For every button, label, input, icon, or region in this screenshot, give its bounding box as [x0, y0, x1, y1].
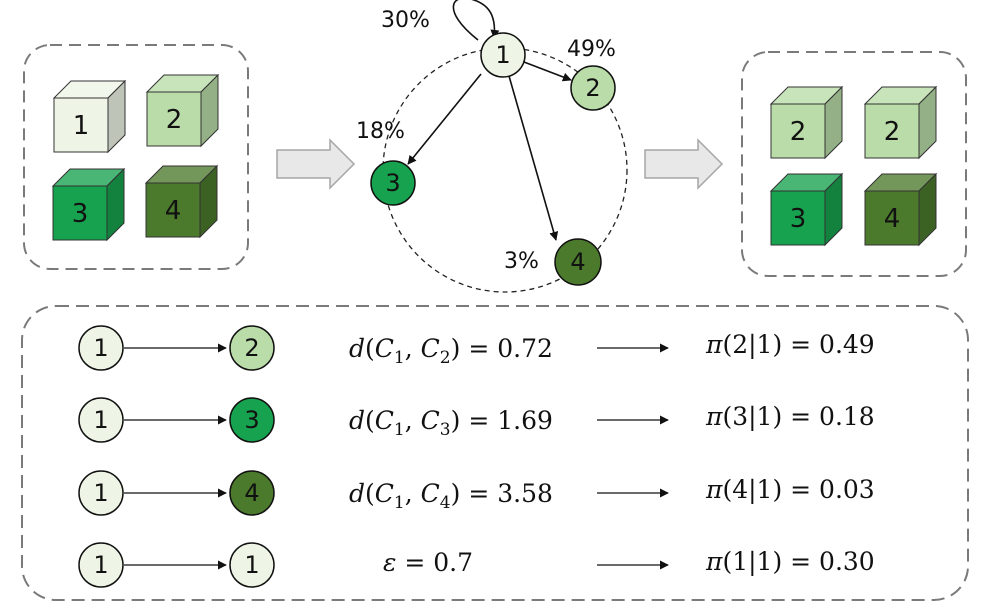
process-arrow-right: [644, 138, 724, 190]
node-label: 1: [93, 406, 108, 434]
prob-to-3-label: 18%: [356, 119, 405, 144]
state-node-2: 2: [570, 65, 616, 111]
probability-formula: π(4|1) = 0.03: [705, 475, 875, 505]
state-cube-4: 4: [144, 164, 219, 239]
state-node-1: 1: [229, 542, 275, 588]
cube-label: 1: [73, 111, 90, 141]
distance-formula: d(C1, C2) = 0.72: [349, 334, 553, 368]
transition-row: 1 4 d(C1, C4) = 3.58 π(4|1) = 0.03: [78, 470, 875, 516]
self-loop-probability: 30%: [381, 8, 430, 33]
distance-formula: d(C1, C3) = 1.69: [349, 406, 553, 440]
probability-formula: π(1|1) = 0.30: [705, 547, 875, 577]
state-node-1: 1: [78, 397, 124, 443]
cubes-before-group: 1 2 3 4: [51, 73, 220, 242]
state-node-4: 4: [229, 470, 275, 516]
node-label: 3: [385, 169, 400, 197]
cube-label: 2: [790, 117, 807, 147]
state-node-3: 3: [370, 160, 416, 206]
state-node-1: 1: [78, 470, 124, 516]
transition-rows: 1 2 d(C1, C2) = 0.72 π(2|1) = 0.49 1 3 d(C1, C…: [78, 325, 875, 588]
node-label: 1: [93, 479, 108, 507]
state-cube-3: 3: [51, 167, 126, 242]
cube-label: 2: [166, 105, 183, 135]
state-cube-2: 2: [145, 73, 220, 148]
graph-nodes: 1 2 3 4: [370, 32, 616, 286]
transition-row: 1 3 d(C1, C3) = 1.69 π(3|1) = 0.18: [78, 397, 875, 443]
state-cube-4: 4: [863, 172, 938, 247]
cube-label: 4: [884, 204, 901, 234]
self-loop-edge: [452, 0, 500, 41]
edge-1-2: [523, 61, 572, 82]
cube-label: 2: [884, 117, 901, 147]
node-label: 3: [244, 406, 259, 434]
node-label: 4: [570, 248, 585, 276]
cube-label: 3: [72, 199, 89, 229]
state-cube-2: 2: [769, 85, 844, 160]
transition-table-panel: [21, 305, 969, 601]
edge-1-3: [407, 73, 482, 165]
node-label: 1: [93, 334, 108, 362]
state-node-2: 2: [229, 325, 275, 371]
state-cube-1: 1: [52, 79, 127, 154]
state-cube-2: 2: [863, 85, 938, 160]
state-cube-3: 3: [769, 172, 844, 247]
cube-label: 4: [165, 196, 182, 226]
epsilon-formula: ε = 0.7: [383, 548, 473, 577]
state-node-1: 1: [78, 325, 124, 371]
node-label: 1: [495, 41, 510, 69]
prob-to-2-label: 49%: [567, 37, 616, 62]
probability-formula: π(2|1) = 0.49: [705, 330, 875, 360]
state-node-1: 1: [480, 32, 526, 78]
prob-to-4-label: 3%: [504, 249, 539, 274]
cube-label: 3: [790, 204, 807, 234]
state-node-4: 4: [554, 238, 602, 286]
node-label: 1: [93, 551, 108, 579]
process-arrow-left: [276, 138, 356, 190]
distance-formula: d(C1, C4) = 3.58: [349, 479, 553, 513]
node-label: 2: [585, 74, 600, 102]
cubes-before-panel: [23, 44, 249, 270]
transition-row: 1 2 d(C1, C2) = 0.72 π(2|1) = 0.49: [78, 325, 875, 371]
cubes-after-panel: [741, 51, 967, 277]
edge-1-4: [508, 75, 559, 241]
state-node-1: 1: [78, 542, 124, 588]
probability-formula: π(3|1) = 0.18: [705, 402, 875, 432]
node-label: 4: [244, 479, 259, 507]
state-node-3: 3: [229, 397, 275, 443]
state-orbit: [382, 47, 628, 293]
node-label: 2: [244, 334, 259, 362]
transition-row: 1 1 ε = 0.7 π(1|1) = 0.30: [78, 542, 875, 588]
markov-graph: 1 2 3 4 30% 49% 18% 3%: [356, 0, 628, 293]
node-label: 1: [244, 551, 259, 579]
cubes-after-group: 2 2 3 4: [769, 85, 938, 247]
